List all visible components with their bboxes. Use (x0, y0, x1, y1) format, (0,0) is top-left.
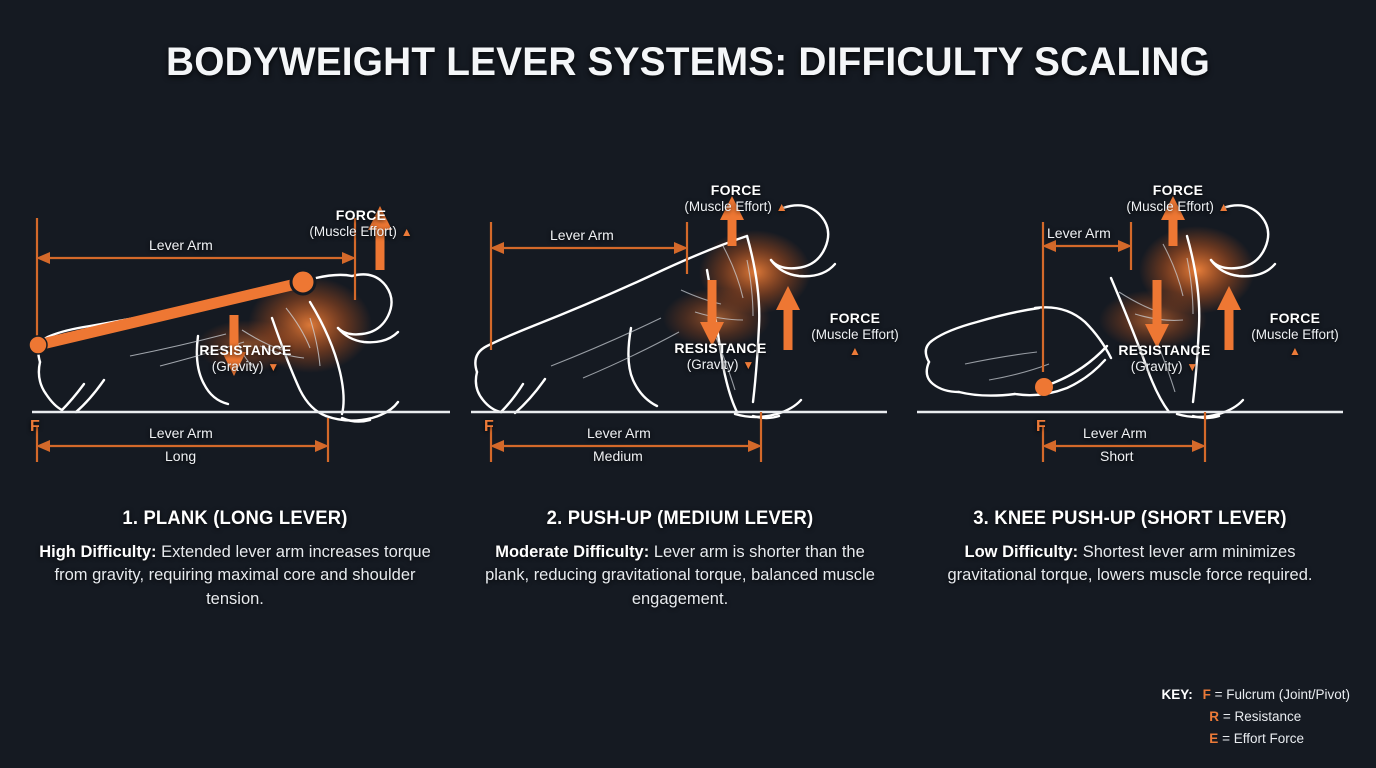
force-arrow-up-secondary (776, 286, 800, 350)
fulcrum-pivot (28, 335, 48, 355)
knee-push-up-heading: 3. KNEE PUSH-UP (SHORT LEVER) (973, 508, 1287, 529)
top-lever-arm-label: Lever Arm (550, 227, 614, 243)
bottom-lever-dimension (35, 418, 330, 462)
key-symbol-r: R (1209, 709, 1220, 725)
knee-push-up-difficulty: Low Difficulty: (964, 543, 1079, 561)
top-lever-arm-label: Lever Arm (1047, 225, 1111, 241)
resistance-arrow-down (700, 280, 724, 346)
fulcrum-marker: F (484, 418, 494, 435)
push-up-caption: 2. PUSH-UP (MEDIUM LEVER) Moderate Diffi… (455, 508, 905, 611)
key-row-fulcrum: KEY: F = Fulcrum (Joint/Pivot) (1162, 684, 1350, 706)
plank-caption: 1. PLANK (LONG LEVER) High Difficulty: E… (10, 508, 460, 611)
key-row-resistance: R = Resistance (1162, 706, 1350, 728)
force-arrow-up-primary (1161, 196, 1185, 246)
key-text-e: = Effort Force (1222, 731, 1304, 747)
force-arrow-up-primary (720, 196, 744, 246)
fulcrum-marker: F (30, 418, 40, 435)
lever-bar (32, 277, 306, 351)
key-text-r: = Resistance (1222, 709, 1302, 725)
resistance-arrow-down (222, 315, 246, 376)
plank-description: Extended lever arm increases torque from… (54, 543, 431, 608)
knee-push-up-description: Shortest lever arm minimizes gravitation… (947, 543, 1313, 585)
push-up-description: Lever arm is shorter than the plank, red… (485, 543, 875, 608)
fulcrum-pivot (1035, 378, 1053, 396)
key-legend: KEY: F = Fulcrum (Joint/Pivot) R = Resis… (1162, 684, 1350, 750)
body-outline (924, 204, 1277, 420)
bottom-lever-arm-label: Lever Arm (587, 425, 651, 441)
top-lever-arm-label: Lever Arm (149, 237, 213, 253)
knee-push-up-diagram: FORCE (Muscle Effort) ▲ FORCE (Muscle Ef… (905, 150, 1355, 490)
fulcrum-marker: F (1036, 418, 1046, 435)
lever-length-label: Medium (593, 448, 643, 464)
bottom-lever-arm-label: Lever Arm (1083, 425, 1147, 441)
key-symbol-e: E (1209, 731, 1219, 747)
bottom-lever-dimension (489, 412, 763, 462)
page-title: BODYWEIGHT LEVER SYSTEMS: DIFFICULTY SCA… (166, 40, 1210, 84)
muscle-lines (964, 243, 1194, 393)
force-arrow-up-secondary (1217, 286, 1241, 350)
resistance-arrow-down (1145, 280, 1169, 348)
bottom-lever-dimension (1041, 412, 1207, 462)
lever-length-label: Short (1100, 448, 1134, 464)
lever-length-label: Long (165, 448, 197, 464)
top-lever-dimension (35, 218, 357, 350)
panel-plank: FORCE (Muscle Effort) ▲ RESISTANCE (Grav… (10, 150, 460, 680)
plank-difficulty: High Difficulty: (39, 543, 157, 561)
joint-pivot (289, 268, 317, 296)
push-up-diagram: FORCE (Muscle Effort) ▲ FORCE (Muscle Ef… (455, 150, 905, 490)
knee-push-up-caption: 3. KNEE PUSH-UP (SHORT LEVER) Low Diffic… (905, 508, 1355, 588)
key-text-f: = Fulcrum (Joint/Pivot) (1214, 687, 1350, 703)
plank-heading: 1. PLANK (LONG LEVER) (122, 508, 348, 529)
panel-knee-push-up: FORCE (Muscle Effort) ▲ FORCE (Muscle Ef… (905, 150, 1355, 680)
plank-diagram: FORCE (Muscle Effort) ▲ RESISTANCE (Grav… (10, 150, 460, 490)
push-up-heading: 2. PUSH-UP (MEDIUM LEVER) (546, 508, 814, 529)
key-title: KEY: (1161, 687, 1193, 703)
bottom-lever-arm-label: Lever Arm (149, 425, 213, 441)
muscle-lines (550, 245, 754, 391)
panel-push-up: FORCE (Muscle Effort) ▲ FORCE (Muscle Ef… (455, 150, 905, 680)
force-arrow-up (368, 206, 392, 270)
key-row-effort: E = Effort Force (1162, 728, 1350, 750)
push-up-difficulty: Moderate Difficulty: (495, 543, 650, 561)
key-symbol-f: F (1202, 687, 1211, 703)
